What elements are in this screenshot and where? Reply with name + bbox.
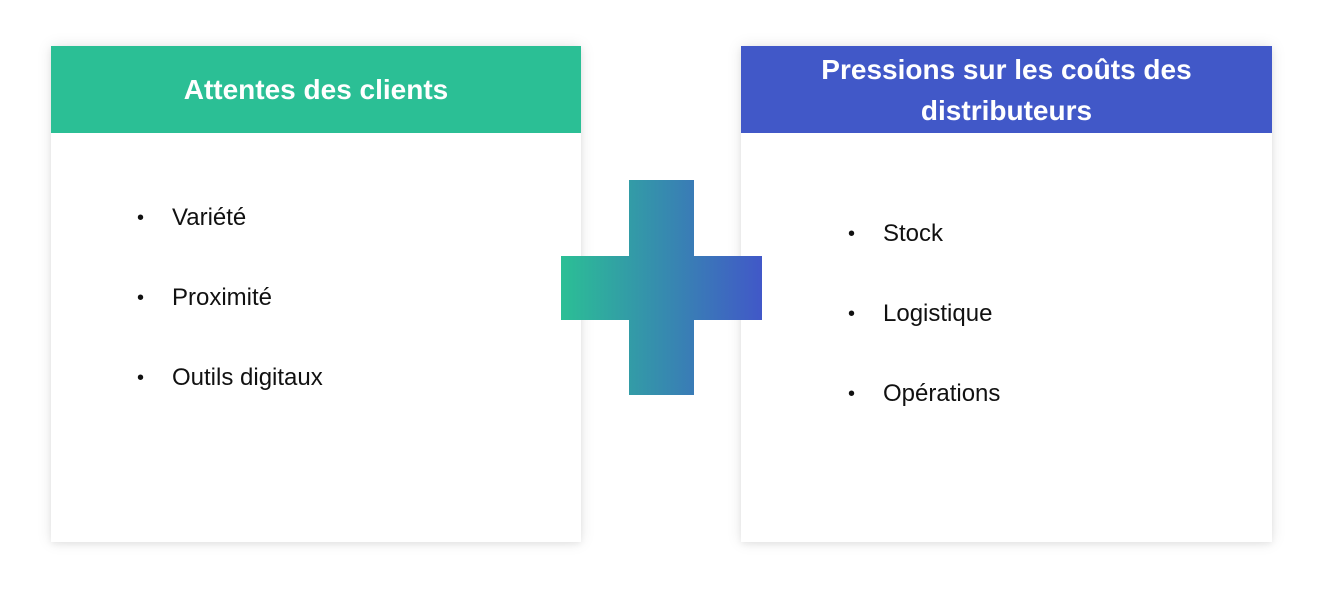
plus-icon (561, 180, 762, 395)
list-item: • Outils digitaux (137, 361, 323, 441)
list-item-label: Logistique (883, 300, 993, 327)
customer-expectations-title: Attentes des clients (183, 74, 449, 105)
distributor-cost-pressure-title: Pressions sur les coûts des distributeur… (821, 53, 1192, 126)
list-item-label: Opérations (883, 380, 1001, 407)
customer-expectations-card: Attentes des clients • Variété • Proximité… (51, 46, 581, 542)
list-item-label: Outils digitaux (172, 364, 323, 391)
customer-expectations-list: • Variété • Proximité • Outils digitaux (137, 201, 323, 441)
list-item-label: Stock (883, 220, 944, 247)
list-item: • Proximité (137, 281, 323, 361)
distributor-cost-pressure-card: Pressions sur les coûts des distributeur… (741, 46, 1272, 542)
bullet-icon: • (848, 383, 856, 405)
distributor-cost-pressure-header: Pressions sur les coûts des distributeur… (741, 46, 1272, 133)
bullet-icon: • (137, 287, 145, 309)
list-item: • Variété (137, 201, 323, 281)
list-item: • Stock (848, 217, 1000, 297)
bullet-icon: • (137, 207, 145, 229)
list-item-label: Proximité (172, 284, 273, 311)
list-item: • Opérations (848, 377, 1000, 457)
customer-expectations-header: Attentes des clients (51, 46, 581, 133)
distributor-cost-pressure-list: • Stock • Logistique • Opérations (848, 217, 1000, 457)
bullet-icon: • (137, 367, 145, 389)
bullet-icon: • (848, 223, 856, 245)
list-item: • Logistique (848, 297, 1000, 377)
bullet-icon: • (848, 303, 856, 325)
list-item-label: Variété (172, 204, 247, 231)
